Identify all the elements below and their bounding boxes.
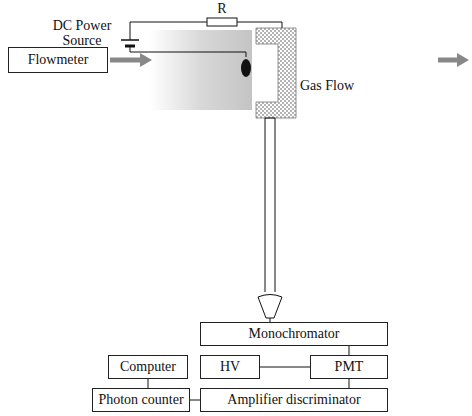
computer-box: Computer <box>108 355 188 379</box>
resistor-label: R <box>210 1 234 16</box>
optical-tube <box>275 118 276 292</box>
photon-counter-box: Photon counter <box>92 388 190 412</box>
lens <box>258 295 282 319</box>
box-text: Computer <box>120 359 176 374</box>
connector-line <box>148 379 149 388</box>
wire <box>130 46 246 57</box>
connector-line <box>349 346 350 355</box>
gas-outlet-arrowhead <box>457 53 469 67</box>
box-text: Amplifier discriminator <box>227 392 360 407</box>
wire <box>130 22 207 40</box>
gas-inlet-arrow <box>110 58 140 63</box>
gas-inlet-arrowhead <box>140 53 152 67</box>
optical-tube <box>265 118 275 119</box>
gas-flow-label: Gas Flow <box>292 78 362 93</box>
connector-line <box>190 400 200 401</box>
box-text: Photon counter <box>98 392 183 407</box>
discharge-spot <box>241 59 251 77</box>
box-text: PMT <box>335 359 364 374</box>
connector-line <box>260 367 310 368</box>
hv-box: HV <box>200 355 260 379</box>
box-text: HV <box>220 359 240 374</box>
optical-tube <box>265 118 266 292</box>
flowmeter-box: Flowmeter <box>8 47 108 73</box>
connector-line <box>349 379 350 388</box>
monochromator-box: Monochromator <box>200 322 388 346</box>
power-source-label: DC Power Source <box>44 18 120 49</box>
gas-outlet-arrow <box>438 58 458 63</box>
resistor-symbol <box>207 18 237 26</box>
amplifier-discriminator-box: Amplifier discriminator <box>200 388 388 412</box>
gas-region <box>150 30 252 110</box>
wire <box>237 22 282 28</box>
box-text: Flowmeter <box>28 52 89 67</box>
pmt-box: PMT <box>310 355 388 379</box>
mesh-electrode <box>256 28 296 118</box>
box-text: Monochromator <box>249 326 340 341</box>
